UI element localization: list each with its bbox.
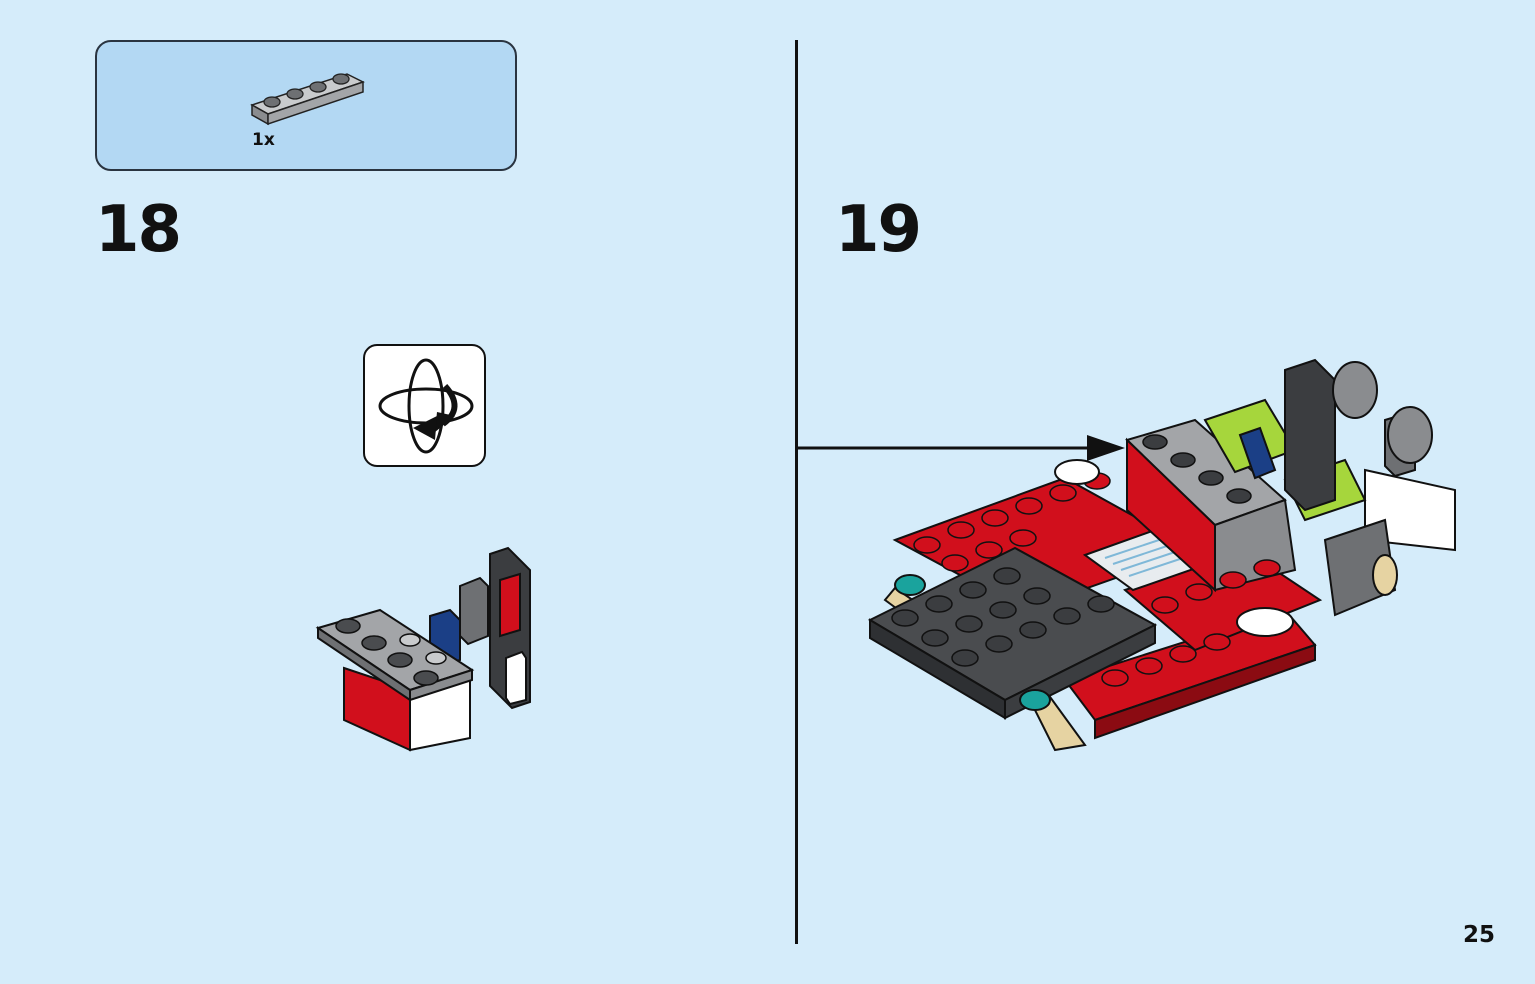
step-number-18: 18 bbox=[95, 193, 182, 267]
plate-1x4-icon bbox=[250, 73, 365, 126]
step-19-model-illustration bbox=[867, 358, 1456, 752]
step-18-model-illustration bbox=[315, 546, 531, 752]
parts-callout: 1x bbox=[95, 40, 517, 171]
placement-arrow bbox=[797, 435, 1125, 461]
step-divider bbox=[795, 40, 798, 944]
rotate-model-icon bbox=[363, 344, 486, 467]
step-number-19: 19 bbox=[835, 193, 922, 267]
page-number: 25 bbox=[1463, 922, 1496, 948]
part-quantity: 1x bbox=[252, 130, 275, 150]
